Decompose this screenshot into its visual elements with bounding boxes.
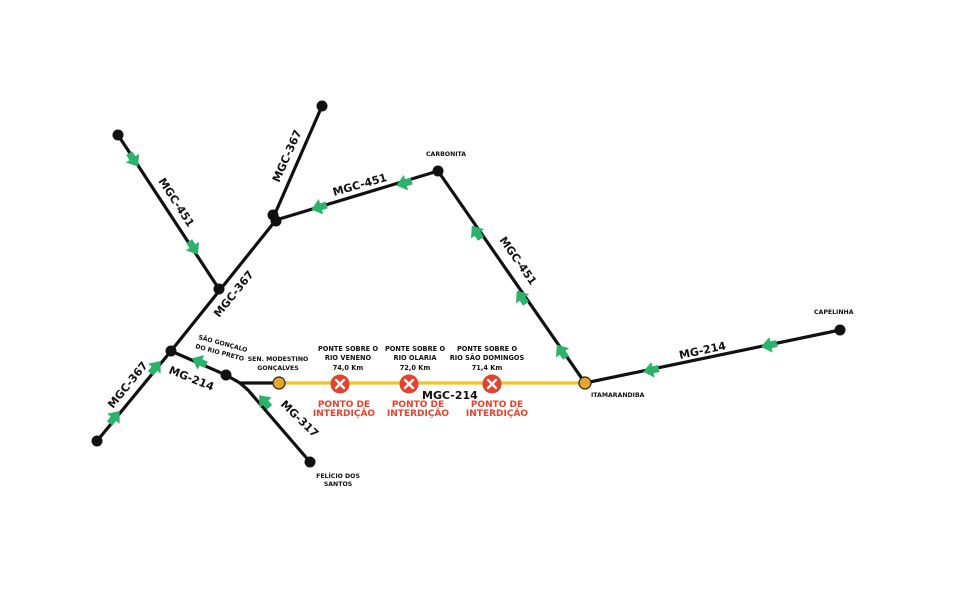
closure-2: PONTE SOBRE O RIO OLARIA 72,0 Km PONTO D… [385, 345, 449, 419]
arrow-icon [761, 336, 778, 353]
place-itamarandiba: ITAMARANDIBA [591, 392, 645, 399]
x-circle-icon [482, 374, 502, 394]
place-felicio-1: FELÍCIO DOS [316, 471, 360, 480]
closure-km: 74,0 Km [333, 364, 364, 372]
road-mg214-east [583, 328, 842, 385]
direction-arrows [106, 151, 778, 426]
node-endpoint [316, 100, 328, 112]
arrow-icon [191, 355, 208, 370]
closure-markers [330, 374, 502, 394]
closure-bridge-label: PONTE SOBRE O [385, 345, 446, 353]
node-itamarandiba [578, 376, 592, 390]
node-endpoint [112, 129, 124, 141]
closure-bridge-label: PONTE SOBRE O [457, 345, 518, 353]
arrow-icon [643, 361, 660, 378]
arrow-icon [259, 395, 273, 410]
place-capelinha: CAPELINHA [814, 309, 854, 316]
arrow-icon [471, 225, 485, 241]
node-sao-goncalo [220, 369, 232, 381]
closure-1: PONTE SOBRE O RIO VENENO 74,0 Km PONTO D… [313, 345, 379, 419]
node-junction [270, 215, 282, 227]
closure-status: INTERDIÇÃO [387, 408, 449, 419]
arrow-icon [125, 151, 140, 167]
arrow-icon [311, 199, 328, 215]
arrow-icon [396, 175, 413, 191]
nodes [91, 100, 846, 468]
road-mgc367-north [272, 104, 324, 218]
place-felicio-2: SANTOS [324, 481, 352, 488]
arrow-icon [147, 361, 161, 376]
closure-status: INTERDIÇÃO [313, 408, 375, 419]
closure-status: PONTO DE [318, 400, 370, 410]
closure-km: 71,4 Km [472, 364, 503, 372]
road-mgc367-mid [169, 218, 278, 353]
node-junction [165, 345, 177, 357]
x-circle-icon [399, 374, 419, 394]
node-carbonita [432, 165, 444, 177]
place-sen-modestino-2: GONÇALVES [257, 365, 298, 372]
node-felicio [304, 456, 316, 468]
closure-bridge-label: RIO VENENO [325, 354, 372, 362]
roads [95, 104, 842, 464]
closure-km: 72,0 Km [400, 364, 431, 372]
arrow-icon [185, 239, 200, 255]
arrow-icon [106, 411, 120, 426]
closure-bridge-label: RIO SÃO DOMINGOS [450, 353, 525, 362]
arrow-icon [556, 344, 570, 360]
closure-status: PONTO DE [471, 400, 523, 410]
road-label-mgc214: MGC-214 [422, 389, 478, 402]
closure-bridge-label: PONTE SOBRE O [318, 345, 379, 353]
road-mg317 [238, 381, 312, 464]
node-junction [213, 283, 225, 295]
place-carbonita: CARBONITA [426, 151, 466, 158]
closure-status: INTERDIÇÃO [466, 408, 528, 419]
node-capelinha [834, 324, 846, 336]
road-label-mgc451-east: MGC-451 [497, 234, 540, 287]
node-endpoint [91, 435, 103, 447]
node-sen-modestino [272, 376, 286, 390]
closure-bridge-label: RIO OLARIA [394, 354, 438, 362]
x-circle-icon [330, 374, 350, 394]
place-sen-modestino-1: SEN. MODESTINO [248, 356, 309, 363]
arrow-icon [516, 290, 530, 306]
closure-status: PONTO DE [392, 400, 444, 410]
closure-3: PONTE SOBRE O RIO SÃO DOMINGOS 71,4 Km P… [450, 345, 529, 419]
